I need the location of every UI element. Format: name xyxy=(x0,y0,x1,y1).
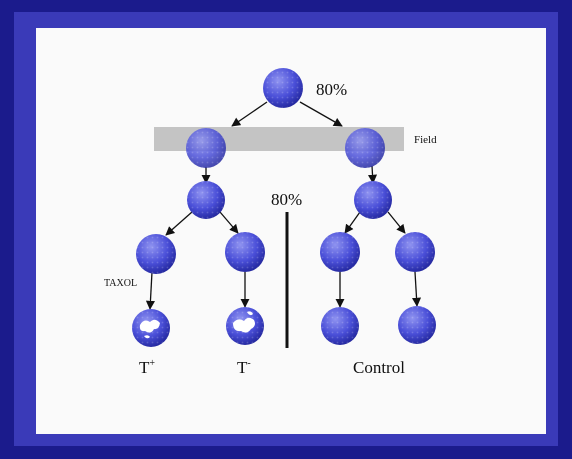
arrow xyxy=(344,211,361,234)
center-percent-label: 80% xyxy=(271,190,302,209)
arrow xyxy=(411,271,422,307)
cell-taxol-treated xyxy=(132,309,170,347)
t-plus-label: T+ xyxy=(139,358,155,377)
cell xyxy=(398,306,436,344)
cell xyxy=(187,181,225,219)
control-label: Control xyxy=(353,358,405,377)
cell xyxy=(354,181,392,219)
t-plus-superscript: + xyxy=(149,358,155,369)
arrow xyxy=(145,271,155,310)
cell xyxy=(136,234,176,274)
cell xyxy=(395,232,435,272)
arrow xyxy=(165,211,193,236)
t-minus-label: T- xyxy=(237,358,251,377)
arrow xyxy=(299,101,343,127)
cell xyxy=(321,307,359,345)
taxol-label: TAXOL xyxy=(104,278,137,289)
arrows xyxy=(145,101,422,310)
t-plus-base: T xyxy=(139,358,150,377)
arrow xyxy=(219,211,239,234)
cell xyxy=(263,68,303,108)
arrow xyxy=(231,101,268,127)
arrow xyxy=(367,165,378,184)
cell xyxy=(225,232,265,272)
t-minus-superscript: - xyxy=(247,358,250,369)
cell xyxy=(186,128,226,168)
field-label: Field xyxy=(414,134,437,146)
top-percent-label: 80% xyxy=(316,80,347,99)
arrow xyxy=(387,211,406,234)
cells xyxy=(132,68,436,347)
t-minus-base: T xyxy=(237,358,248,377)
cell xyxy=(320,232,360,272)
cell-taxol-untreated xyxy=(226,307,264,345)
cell xyxy=(345,128,385,168)
